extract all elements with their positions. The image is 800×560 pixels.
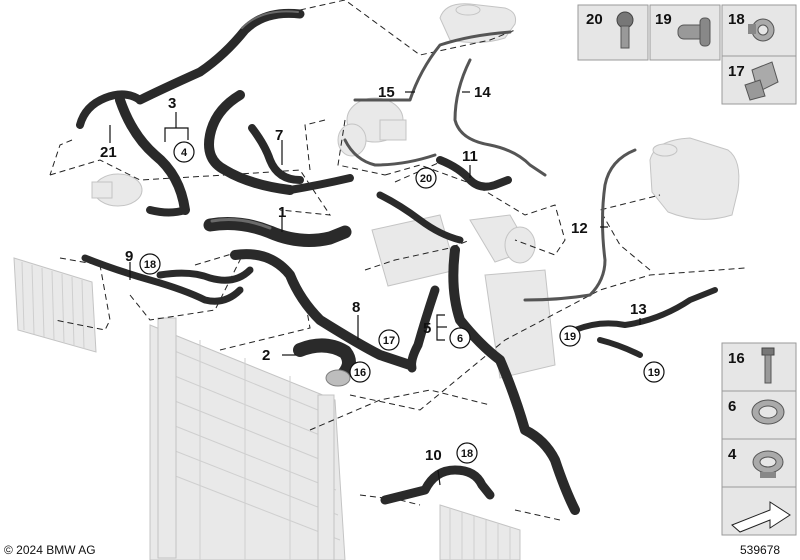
- hose-9: [81, 254, 254, 305]
- turbocharger: [337, 97, 407, 157]
- callout-7: 7: [275, 127, 283, 144]
- panel-label-20: 20: [586, 11, 603, 28]
- panel-label-19: 19: [655, 11, 672, 28]
- callout-15: 15: [378, 84, 395, 101]
- panel-label-17: 17: [728, 63, 745, 80]
- circled-callout-20: 20: [415, 167, 437, 189]
- svg-text:18: 18: [461, 448, 473, 460]
- expansion-tank-right: [649, 137, 740, 220]
- callout-14: 14: [474, 84, 491, 101]
- callout-9: 9: [125, 248, 133, 265]
- svg-text:16: 16: [354, 367, 366, 379]
- callout-2: 2: [262, 347, 270, 364]
- parts-panel-top: 20 19 18 17: [577, 4, 797, 105]
- svg-text:19: 19: [564, 331, 576, 343]
- clamp-4-icon: [752, 450, 784, 478]
- water-pump: [91, 173, 143, 207]
- panel-label-18: 18: [728, 11, 745, 28]
- callout-3: 3: [168, 95, 176, 112]
- pipe-12: [523, 148, 637, 302]
- svg-text:17: 17: [383, 335, 395, 347]
- circled-callout-18-bottom: 18: [456, 442, 478, 464]
- radiator-left-aux: [13, 257, 97, 353]
- hose-5-main: [407, 245, 580, 515]
- callout-12: 12: [571, 220, 588, 237]
- hose-2-elbow: [293, 338, 356, 387]
- turbo-connector-pipes: [343, 138, 464, 244]
- hose-7: [248, 124, 304, 184]
- svg-text:6: 6: [457, 333, 463, 345]
- circled-callout-6: 6: [449, 327, 471, 349]
- bolt-20-icon: [616, 11, 634, 49]
- hose-connector-19-icon: [677, 17, 711, 47]
- panel-label-4: 4: [728, 446, 737, 463]
- callout-5: 5: [423, 320, 431, 337]
- document-id: 539678: [740, 543, 780, 557]
- panel-label-16: 16: [728, 350, 745, 367]
- callout-11: 11: [462, 148, 478, 165]
- pipe-15: [353, 30, 512, 102]
- hose-21-vent: [76, 8, 305, 129]
- circled-callout-4: 4: [173, 141, 195, 163]
- circled-callout-16: 16: [349, 361, 371, 383]
- svg-text:4: 4: [181, 147, 188, 159]
- intercooler: [371, 214, 556, 379]
- leader-lines: [109, 91, 641, 486]
- circled-callout-18: 18: [139, 253, 161, 275]
- parts-panel-bottom: 16 6 4: [721, 342, 797, 536]
- hose-11: [436, 156, 512, 191]
- callout-10: 10: [425, 447, 442, 464]
- clamp-6-icon: [751, 399, 785, 425]
- clip-18-icon: [748, 18, 775, 42]
- circled-callout-19-lower: 19: [643, 361, 665, 383]
- hose-upper-mid: [204, 90, 354, 195]
- arrow-symbol-icon: [731, 501, 791, 533]
- hose-1: [203, 217, 352, 247]
- pipe-14: [453, 58, 547, 177]
- callout-1: 1: [278, 204, 286, 221]
- hose-8-long: [230, 249, 415, 370]
- svg-text:18: 18: [144, 259, 156, 271]
- circled-callout-17: 17: [378, 329, 400, 351]
- bolt-16-icon: [761, 347, 775, 384]
- radiator-main: [149, 317, 346, 560]
- radiator-bottom-aux: [439, 504, 521, 560]
- callout-8: 8: [352, 299, 360, 316]
- callout-21: 21: [100, 144, 117, 161]
- bracket-17-icon: [744, 61, 779, 101]
- hose-3: [115, 95, 190, 217]
- copyright-text: © 2024 BMW AG: [4, 543, 96, 557]
- callout-13: 13: [630, 301, 647, 318]
- circled-callout-19: 19: [559, 325, 581, 347]
- svg-text:20: 20: [420, 173, 432, 185]
- svg-text:19: 19: [648, 367, 660, 379]
- panel-label-6: 6: [728, 398, 736, 415]
- hose-13: [572, 287, 718, 358]
- hose-10: [380, 465, 495, 505]
